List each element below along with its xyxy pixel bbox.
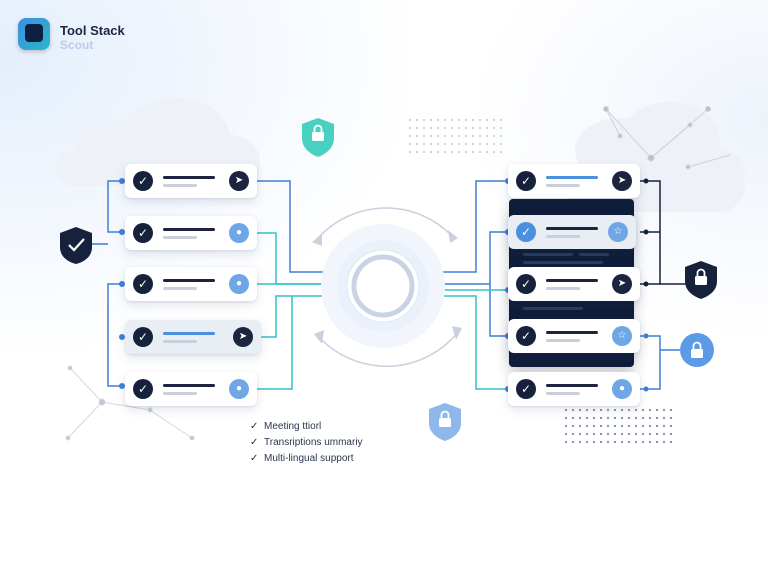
placeholder-line [546, 384, 598, 387]
check-icon: ✓ [133, 327, 153, 347]
service-card: ✓➤ [508, 164, 640, 198]
send-icon: ➤ [612, 171, 632, 191]
service-card: ✓● [125, 267, 257, 301]
brand-title: Tool Stack [60, 23, 125, 38]
logo-mark-icon [25, 24, 43, 42]
placeholder-line [546, 331, 598, 334]
right-connectors-blue [436, 180, 508, 337]
right-outer-connectors [640, 180, 686, 285]
service-card: ✓➤ [508, 267, 640, 301]
check-icon: ✓ [133, 223, 153, 243]
placeholder-line [163, 236, 197, 239]
check-icon: ✓ [133, 171, 153, 191]
placeholder-line [163, 176, 215, 179]
feature-label: Transriptions ummariy [264, 437, 363, 448]
user-icon: ● [229, 274, 249, 294]
user-icon: ● [612, 379, 632, 399]
star-icon: ☆ [612, 326, 632, 346]
shield-check-dark-icon [60, 227, 92, 264]
central-hub [321, 224, 445, 348]
placeholder-line [163, 340, 197, 343]
service-card: ✓● [125, 372, 257, 406]
dot-grid-bottom-right [564, 408, 673, 444]
check-icon: ✓ [516, 326, 536, 346]
feature-label: Meeting ttiorl [264, 421, 322, 432]
placeholder-line [163, 287, 197, 290]
placeholder-line [546, 339, 580, 342]
check-icon: ✓ [133, 379, 153, 399]
send-icon: ➤ [612, 274, 632, 294]
check-icon: ✓ [250, 453, 259, 464]
placeholder-line [546, 176, 598, 179]
hub-arcs [312, 207, 462, 367]
service-card: ✓☆ [508, 319, 640, 353]
right-connectors-teal [436, 289, 508, 390]
shield-lock-light-icon [429, 403, 461, 441]
service-card: ✓➤ [125, 164, 257, 198]
placeholder-line [163, 384, 215, 387]
check-icon: ✓ [250, 437, 259, 448]
check-icon: ✓ [250, 421, 259, 432]
send-icon: ➤ [233, 327, 253, 347]
send-icon: ➤ [229, 171, 249, 191]
placeholder-line [163, 184, 197, 187]
feature-label: Multi-lingual support [264, 453, 354, 464]
placeholder-line [546, 227, 598, 230]
service-card: ✓☆ [508, 215, 636, 249]
feature-item: ✓ Transriptions ummariy [250, 435, 363, 451]
shield-lock-teal-icon [302, 118, 334, 157]
placeholder-line [163, 279, 215, 282]
service-card: ✓➤ [125, 320, 261, 354]
service-card: ✓● [125, 216, 257, 250]
right-outer-connectors-blue [640, 335, 680, 390]
lock-circle-icon [680, 333, 714, 367]
brand-subtitle: Scout [60, 38, 94, 52]
left-connectors-teal [250, 232, 330, 390]
dot-grid-top [408, 118, 503, 154]
placeholder-line [546, 279, 598, 282]
placeholder-line [546, 235, 580, 238]
service-card: ✓● [508, 372, 640, 406]
check-icon: ✓ [133, 274, 153, 294]
check-icon: ✓ [516, 222, 536, 242]
placeholder-line [546, 392, 580, 395]
placeholder-line [163, 228, 215, 231]
app-logo [18, 18, 50, 50]
feature-item: ✓ Meeting ttiorl [250, 419, 363, 435]
check-icon: ✓ [516, 171, 536, 191]
placeholder-line [546, 287, 580, 290]
placeholder-line [163, 392, 197, 395]
user-icon: ● [229, 379, 249, 399]
placeholder-line [546, 184, 580, 187]
star-icon: ☆ [608, 222, 628, 242]
placeholder-line [163, 332, 215, 335]
check-icon: ✓ [516, 379, 536, 399]
left-connectors-blue [90, 180, 330, 387]
network-bottom-left [65, 365, 195, 441]
feature-list: ✓ Meeting ttiorl ✓ Transriptions ummariy ✓… [250, 419, 363, 467]
check-icon: ✓ [516, 274, 536, 294]
user-icon: ● [229, 223, 249, 243]
network-top-right [603, 106, 731, 170]
feature-item: ✓ Multi-lingual support [250, 451, 363, 467]
shield-lock-dark-icon [685, 261, 717, 299]
